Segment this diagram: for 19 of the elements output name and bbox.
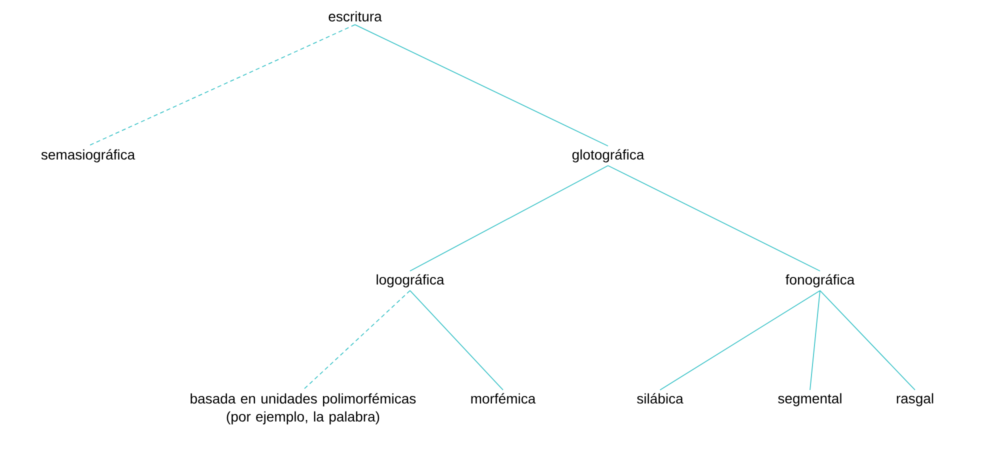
tree-label: silábica — [637, 393, 684, 404]
tree-line — [608, 165, 820, 272]
tree-line — [820, 290, 916, 390]
tree-label: segmental — [778, 393, 842, 406]
tree-label: semasiográfica — [41, 149, 136, 162]
tree-label: fonográfica — [786, 274, 855, 288]
tree-line — [354, 24, 608, 146]
tree-line — [410, 290, 504, 390]
tree-line — [88, 24, 356, 146]
tree-label: logográfica — [376, 274, 444, 288]
tree-label: basada en unidades polimorfémicas (por ejemplo, la palabra) — [190, 393, 416, 424]
tree-line — [810, 290, 820, 390]
tree-line — [660, 290, 820, 390]
tree-label: glotográfica — [572, 149, 644, 162]
tree-label: morfémica — [471, 393, 536, 404]
tree-line — [302, 290, 410, 390]
tree-line — [410, 165, 608, 272]
tree-label: rasgal — [896, 393, 934, 406]
tree-label: escritura — [328, 11, 382, 22]
